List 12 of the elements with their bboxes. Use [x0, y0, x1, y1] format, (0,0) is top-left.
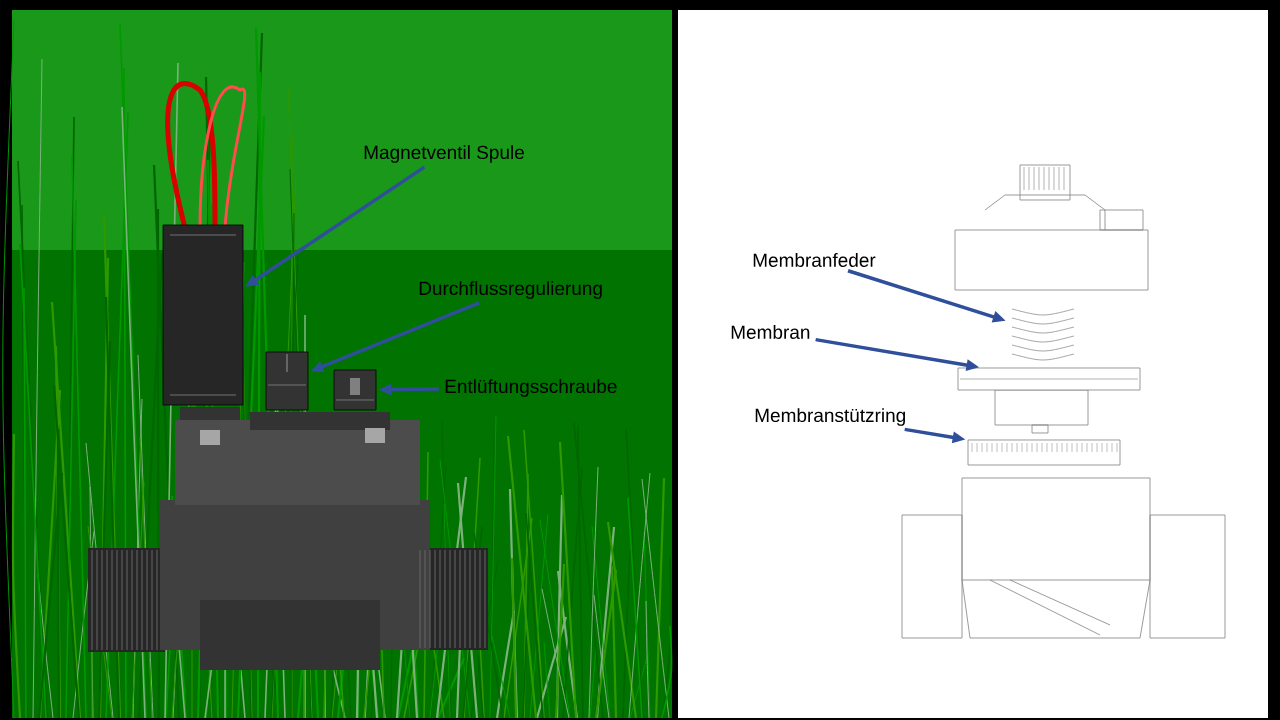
part-label: Entlüftungsschraube	[445, 379, 617, 397]
part-label: Membran	[731, 325, 810, 339]
flow-control-knob	[265, 351, 309, 411]
part-label: Membranstützring	[755, 408, 905, 426]
part-label: Magnetventil Spule	[364, 145, 524, 163]
part-label: Durchflussregulierung	[419, 281, 602, 299]
solenoid-coil	[162, 224, 244, 406]
part-label: Membranfeder	[753, 253, 876, 267]
diaphragm	[957, 367, 1141, 391]
bleed-screw	[333, 369, 377, 411]
spring	[1011, 308, 1075, 361]
support-ring	[967, 439, 1121, 466]
